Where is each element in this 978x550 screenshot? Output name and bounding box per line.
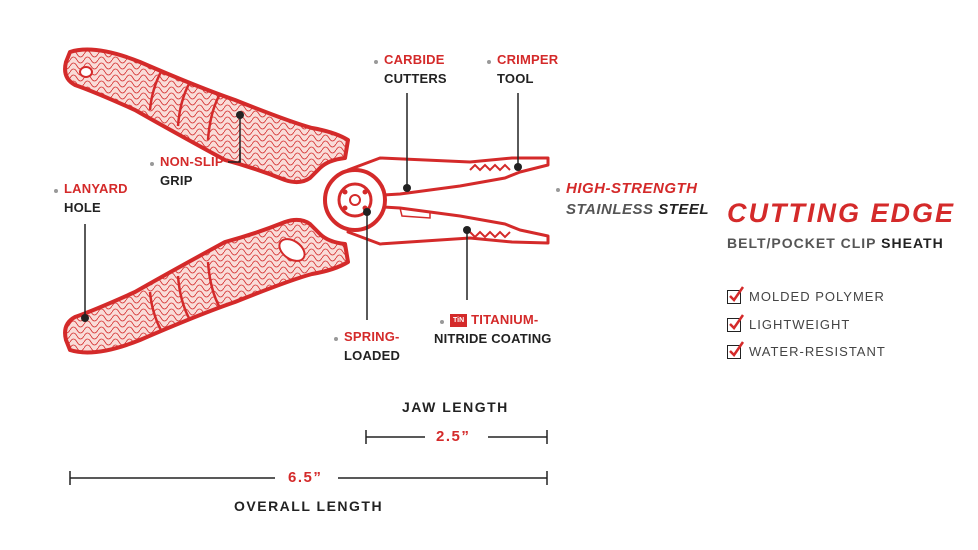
bullet-icon bbox=[54, 189, 58, 193]
callout-crimper-line2: TOOL bbox=[497, 71, 534, 86]
upper-handle bbox=[63, 47, 350, 185]
callout-non-slip-grip: NON-SLIP GRIP bbox=[160, 152, 224, 190]
grip-leader-elbow bbox=[228, 150, 241, 163]
bullet-icon bbox=[440, 320, 444, 324]
callout-crimper-tool: CRIMPER TOOL bbox=[497, 50, 558, 88]
callout-carbide-line1: CARBIDE bbox=[384, 52, 445, 67]
leader-lines bbox=[84, 93, 519, 320]
overall-length-value: 6.5” bbox=[288, 469, 323, 486]
leader-dots bbox=[81, 111, 522, 322]
panel-subtitle-a: BELT/POCKET CLIP bbox=[727, 235, 882, 251]
panel-subtitle-b: SHEATH bbox=[881, 235, 944, 251]
checkbox-checked-icon bbox=[727, 285, 745, 304]
lower-jaw bbox=[346, 204, 550, 246]
callout-nonslip-line2: GRIP bbox=[160, 173, 193, 188]
bullet-icon bbox=[374, 60, 378, 64]
feature-label: LIGHTWEIGHT bbox=[749, 317, 851, 332]
overall-length-label: OVERALL LENGTH bbox=[234, 498, 384, 514]
callout-carbide-line2: CUTTERS bbox=[384, 71, 447, 86]
lower-handle bbox=[63, 217, 350, 355]
callout-carbide-cutters: CARBIDE CUTTERS bbox=[384, 50, 447, 88]
callout-steel-line1: HIGH-STRENGTH bbox=[566, 180, 698, 197]
feature-item: LIGHTWEIGHT bbox=[727, 313, 851, 332]
callout-titanium-line1: TITANIUM- bbox=[471, 312, 539, 327]
feature-item: WATER-RESISTANT bbox=[727, 340, 886, 359]
feature-item: MOLDED POLYMER bbox=[727, 285, 885, 304]
bullet-icon bbox=[150, 162, 154, 166]
pivot bbox=[323, 168, 387, 232]
jaw-length-dimension bbox=[365, 430, 548, 444]
callout-spring-line1: SPRING- bbox=[344, 329, 400, 344]
callout-titanium-line2: NITRIDE COATING bbox=[434, 331, 552, 346]
checkbox-checked-icon bbox=[727, 313, 745, 332]
panel-title: CUTTING EDGE bbox=[727, 198, 956, 228]
bullet-icon bbox=[334, 337, 338, 341]
bullet-icon bbox=[556, 188, 560, 192]
callout-spring-loaded: SPRING- LOADED bbox=[344, 327, 400, 365]
feature-label: MOLDED POLYMER bbox=[749, 289, 885, 304]
jaw-length-label: JAW LENGTH bbox=[402, 399, 509, 415]
tin-badge-icon: TiN bbox=[450, 314, 468, 327]
upper-jaw bbox=[346, 156, 550, 198]
checkbox-checked-icon bbox=[727, 340, 745, 359]
callout-high-strength-steel: HIGH-STRENGTH STAINLESS STEEL bbox=[566, 178, 709, 220]
callout-lanyard-line1: LANYARD bbox=[64, 181, 128, 196]
callout-crimper-line1: CRIMPER bbox=[497, 52, 559, 67]
overall-length-dimension bbox=[69, 471, 548, 485]
bullet-icon bbox=[487, 60, 491, 64]
jaw-length-value: 2.5” bbox=[436, 428, 471, 445]
callout-spring-line2: LOADED bbox=[344, 348, 401, 363]
callout-nonslip-line1: NON-SLIP bbox=[160, 154, 224, 169]
feature-label: WATER-RESISTANT bbox=[749, 344, 886, 359]
callout-lanyard-line2: HOLE bbox=[64, 200, 101, 215]
callout-steel-line2a: STAINLESS bbox=[566, 201, 659, 218]
callout-steel-line2b: STEEL bbox=[658, 201, 710, 218]
callout-lanyard-hole: LANYARD HOLE bbox=[64, 179, 128, 217]
panel-subtitle: BELT/POCKET CLIP SHEATH bbox=[727, 235, 944, 251]
